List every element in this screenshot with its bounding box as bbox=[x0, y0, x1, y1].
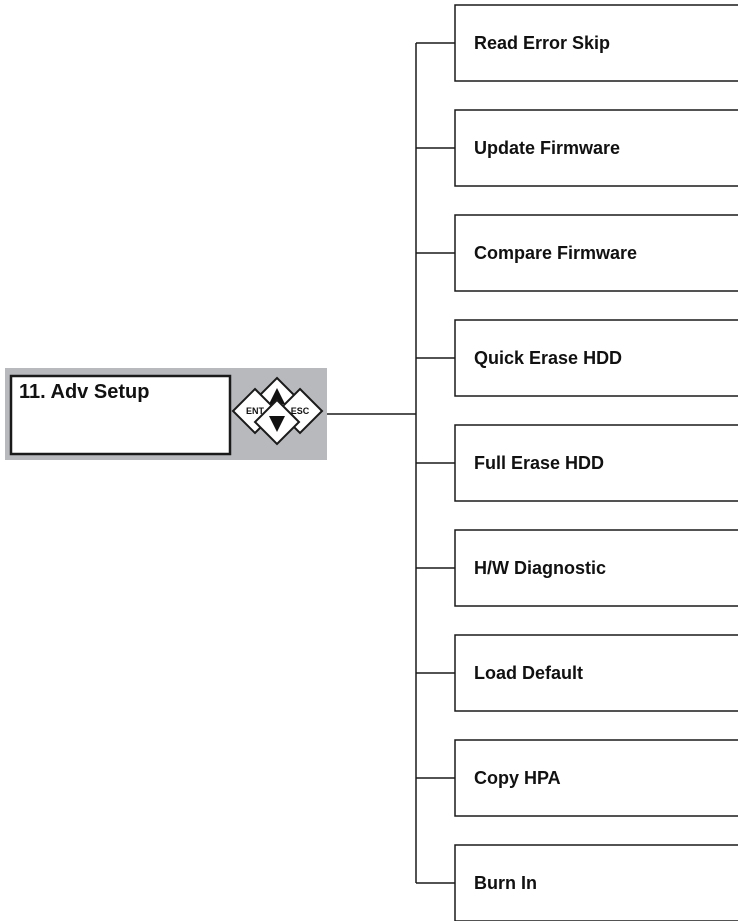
menu-item-box[interactable] bbox=[454, 634, 738, 712]
up-arrow-icon bbox=[269, 388, 285, 404]
control-panel: 11. Adv Setup ENT ESC bbox=[5, 368, 327, 460]
menu-item-box[interactable] bbox=[454, 844, 738, 921]
down-arrow-icon bbox=[269, 416, 285, 432]
menu-item-label: Burn In bbox=[474, 873, 537, 893]
escape-key-label: ESC bbox=[291, 406, 310, 416]
menu-item-box[interactable] bbox=[454, 529, 738, 607]
menu-item-box[interactable] bbox=[454, 739, 738, 817]
menu-item-label: Update Firmware bbox=[474, 138, 620, 158]
menu-item-label: Read Error Skip bbox=[474, 33, 610, 53]
connector-lines bbox=[327, 43, 417, 883]
menu-item-label: Full Erase HDD bbox=[474, 453, 604, 473]
menu-item-label: Copy HPA bbox=[474, 768, 561, 788]
menu-item-label: Compare Firmware bbox=[474, 243, 637, 263]
menu-item-label: H/W Diagnostic bbox=[474, 558, 606, 578]
lcd-display bbox=[9, 374, 232, 456]
menu-item-label: Quick Erase HDD bbox=[474, 348, 622, 368]
enter-key-label: ENT bbox=[246, 406, 265, 416]
menu-item-label: Load Default bbox=[474, 663, 583, 683]
down-key[interactable] bbox=[253, 398, 301, 446]
menu-item-box[interactable] bbox=[454, 214, 738, 292]
menu-item-box[interactable] bbox=[454, 4, 738, 82]
menu-item-box[interactable] bbox=[454, 319, 738, 397]
lcd-display-text: 11. Adv Setup bbox=[19, 381, 149, 403]
menu-item-box[interactable] bbox=[454, 424, 738, 502]
menu-item-box[interactable] bbox=[454, 109, 738, 187]
